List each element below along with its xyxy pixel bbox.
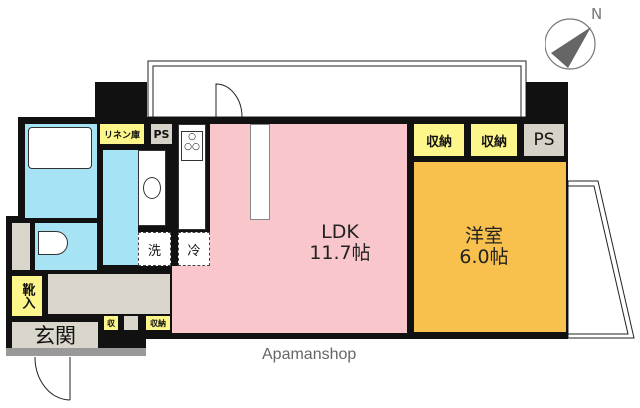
room-western: 洋室 6.0帖	[414, 162, 566, 332]
shoe-cabinet: 靴入	[12, 276, 42, 316]
toilet-cabinet	[12, 223, 30, 270]
ldk-name: LDK	[321, 221, 359, 243]
hallway	[48, 274, 170, 314]
linen-closet: リネン庫	[100, 124, 144, 144]
compass: N	[545, 5, 607, 71]
western-size: 6.0帖	[459, 245, 509, 268]
watermark: Apamanshop	[262, 346, 357, 363]
washer-space: 洗	[138, 232, 171, 266]
toilet-room	[35, 223, 97, 270]
sink-icon	[143, 177, 161, 199]
ldk-size: 11.7帖	[309, 241, 371, 264]
bathroom	[25, 124, 97, 218]
wall-top-right-block	[526, 82, 568, 118]
entrance-step	[6, 348, 146, 356]
room-ldk: LDK 11.7帖	[210, 124, 407, 333]
small-storage-2: 収納	[146, 316, 170, 330]
fridge-label: 冷	[187, 243, 201, 259]
wall-top-left-block	[95, 82, 147, 118]
washer-label: 洗	[147, 243, 161, 259]
ps-shaft-left: PS	[151, 124, 172, 144]
compass-icon	[545, 18, 596, 70]
fridge-space: 冷	[178, 232, 210, 266]
storage-closet-1: 収納	[414, 124, 464, 156]
western-name: 洋室	[464, 225, 503, 247]
small-storage-1: 収	[104, 316, 118, 330]
stove-icon: ○○○	[181, 131, 203, 161]
small-box	[124, 316, 138, 330]
ps-shaft-right: PS	[524, 124, 564, 156]
toilet-icon	[38, 231, 68, 255]
storage-closet-2: 収納	[471, 124, 517, 156]
sink-counter	[138, 150, 166, 226]
ldk-label: LDK 11.7帖	[270, 222, 410, 264]
partition-wall	[250, 124, 270, 220]
kitchen-floor	[172, 266, 210, 333]
bathtub-icon	[28, 127, 92, 169]
western-label: 洋室 6.0帖	[414, 226, 554, 268]
north-label: N	[591, 5, 603, 23]
entrance: 玄関	[12, 322, 98, 348]
kitchen-counter: ○○○	[178, 124, 206, 230]
washroom	[103, 150, 138, 265]
